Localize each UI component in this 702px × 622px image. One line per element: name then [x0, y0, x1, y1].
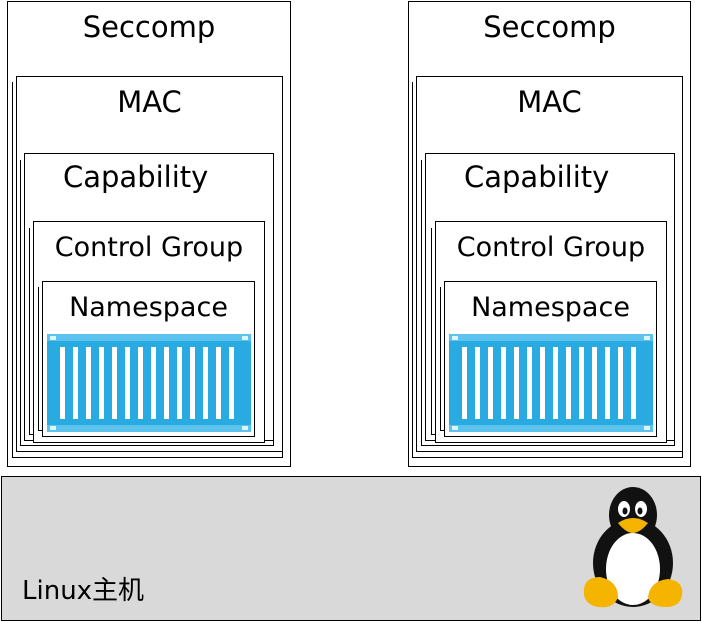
namespace-label: Namespace — [471, 292, 630, 323]
linux-host: Linux主机 — [1, 476, 701, 621]
seccomp-label: Seccomp — [82, 10, 216, 44]
seccomp-label: Seccomp — [483, 10, 616, 44]
control-group-label: Control Group — [54, 232, 244, 263]
container-icon — [449, 334, 653, 432]
namespace-label: Namespace — [69, 292, 228, 323]
host-label: Linux主机 — [22, 576, 145, 606]
mac-label: MAC — [117, 85, 182, 119]
capability-label: Capability — [464, 160, 610, 194]
tux-penguin-icon — [583, 487, 683, 608]
control-group-label: Control Group — [456, 232, 646, 263]
mac-label: MAC — [517, 85, 582, 119]
container-icon — [47, 334, 251, 432]
capability-label: Capability — [63, 160, 209, 194]
